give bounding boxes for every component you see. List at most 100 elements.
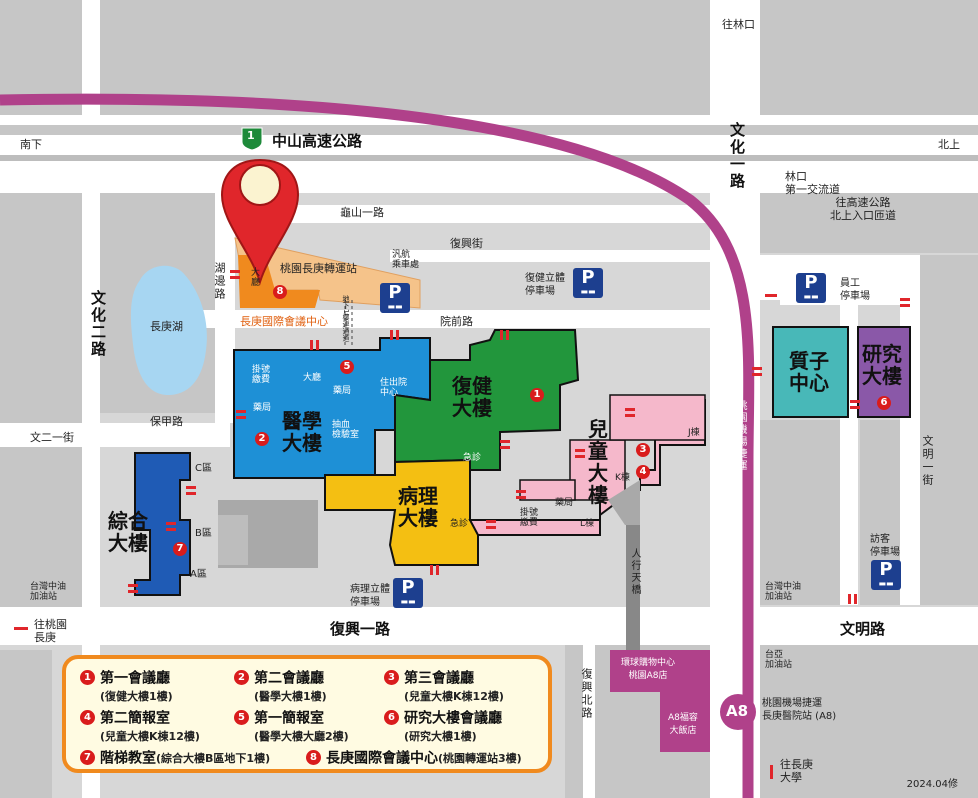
fuxing-street: 復興街	[450, 237, 483, 250]
pharmacy-2: 藥局	[253, 403, 272, 413]
rehab-building	[394, 329, 580, 471]
hall-detail: 大廳	[303, 373, 322, 383]
children-building-label: 兒 童 大 樓	[588, 417, 608, 507]
mrt-station-name: 桃園機場捷運 長庚醫院站 (A8)	[762, 698, 837, 722]
entrance-arrows	[14, 270, 910, 779]
blood-lab: 抽血 檢驗室	[332, 420, 360, 440]
parking-icon-fujian: P▬▬	[573, 268, 603, 298]
highway-shield-icon	[241, 127, 263, 151]
airport-mrt-label: 桃園機場捷運	[735, 400, 746, 472]
yuanqian-road: 院前路	[440, 315, 473, 328]
parking-icon-visitor: P▬▬	[871, 560, 901, 590]
mrt-line	[0, 93, 755, 798]
proton-center	[772, 326, 849, 418]
marker-5: 5	[340, 360, 354, 374]
to-linkou-label: 往林口	[722, 18, 755, 31]
intl-convention-label: 長庚國際會議中心	[240, 315, 328, 328]
transit-station-label: 桃園長庚轉運站	[280, 262, 357, 275]
marker-7: 7	[173, 542, 187, 556]
highway-name: 中山高速公路	[272, 132, 363, 150]
pharmacy-1: 藥局	[333, 386, 352, 396]
comprehensive-building	[134, 452, 191, 596]
emergency-1: 急診	[463, 453, 482, 463]
to-cgu-label: 往長庚 大學	[780, 758, 813, 784]
parking-icon-staff: P▬▬	[796, 273, 826, 303]
pedestrian-bridge-label: 人行天橋	[629, 548, 640, 596]
comprehensive-building-label: 綜合 大樓	[108, 509, 148, 555]
pedestrian-bridge	[626, 490, 640, 650]
medical-building-label: 醫學 大樓	[282, 409, 322, 455]
northbound-label: 北上	[938, 138, 960, 151]
wener-street: 文二一街	[30, 431, 74, 444]
gas-station-2: 台灣中油 加油站	[30, 582, 67, 602]
zone-a: A區	[190, 569, 207, 580]
parking-icon-transit: P▬▬	[380, 283, 410, 313]
proton-center-label: 質子 中心	[789, 349, 829, 395]
k-building: K棟	[615, 473, 630, 483]
emergency-2: 急診	[450, 519, 469, 529]
highway-ramp-label: 往高速公路 北上入口匝道	[830, 196, 896, 222]
gas-station-3: 台亞 加油站	[765, 650, 793, 670]
parking-icon-pathology: P▬▬	[393, 578, 423, 608]
fuxing-north-road: 復興北路	[580, 668, 593, 720]
lake	[130, 265, 207, 396]
guishan-road: 龜山一路	[340, 206, 384, 219]
marker-1: 1	[530, 388, 544, 402]
l-building: L棟	[580, 519, 595, 529]
marker-6: 6	[877, 396, 891, 410]
wenhua-1-road: 文化一路	[728, 122, 746, 190]
pathology-building-label: 病理 大樓	[398, 484, 438, 530]
hotel-label: A8福容 大飯店	[668, 713, 698, 736]
hotel	[660, 690, 710, 752]
registration-1: 掛號 繳費	[252, 365, 271, 385]
wenming-street: 文明一街	[921, 435, 934, 487]
mall	[610, 650, 710, 692]
zone-b: B區	[195, 528, 212, 539]
to-taoyuan-label: 往桃園 長庚	[34, 618, 67, 644]
marker-3: 3	[636, 443, 650, 457]
mall-label: 環球購物中心 桃園A8店	[621, 658, 676, 681]
hall-label: 大 廳	[251, 268, 261, 288]
j-building: J棟	[688, 428, 700, 438]
underground-passage-label: 地下1樓連通道	[342, 295, 350, 342]
pathology-building	[324, 458, 479, 566]
lake-label: 長庚湖	[150, 320, 183, 333]
ferry-stop: 汎航 乘車處	[392, 250, 420, 270]
gas-station-1: 台灣中油 加油站	[765, 582, 802, 602]
pharmacy-3: 藥局	[555, 498, 574, 508]
marker-2: 2	[255, 432, 269, 446]
admission-center: 住出院 中心	[380, 378, 408, 398]
visitor-parking-label: 訪客 停車場	[870, 534, 900, 558]
marker-8: 8	[273, 285, 287, 299]
wenming-road: 文明路	[840, 620, 886, 638]
version-date: 2024.04修	[906, 779, 958, 790]
linkou-interchange-label: 林口 第一交流道	[785, 170, 840, 196]
rehab-building-label: 復健 大樓	[452, 374, 492, 420]
zone-c: C區	[195, 463, 212, 474]
wenhua-2-road: 文化二路	[89, 290, 107, 358]
research-building-label: 研究 大樓	[862, 342, 902, 388]
pathology-parking-label: 病理立體 停車場	[350, 584, 390, 608]
highway-shield-number: 1	[247, 129, 255, 142]
marker-4: 4	[636, 465, 650, 479]
mrt-station-code: A8	[726, 702, 749, 720]
staff-parking-label: 員工 停車場	[840, 278, 870, 302]
location-pin-icon	[220, 158, 300, 286]
hubian-road: 湖邊路	[213, 262, 226, 301]
registration-2: 掛號 繳費	[520, 508, 539, 528]
fujian-parking-label: 復健立體 停車場	[525, 273, 565, 297]
fuxing-1-road: 復興一路	[330, 620, 391, 638]
baojia-road: 保甲路	[150, 415, 183, 428]
southbound-label: 南下	[20, 138, 42, 151]
mrt-station-a8	[720, 694, 756, 730]
